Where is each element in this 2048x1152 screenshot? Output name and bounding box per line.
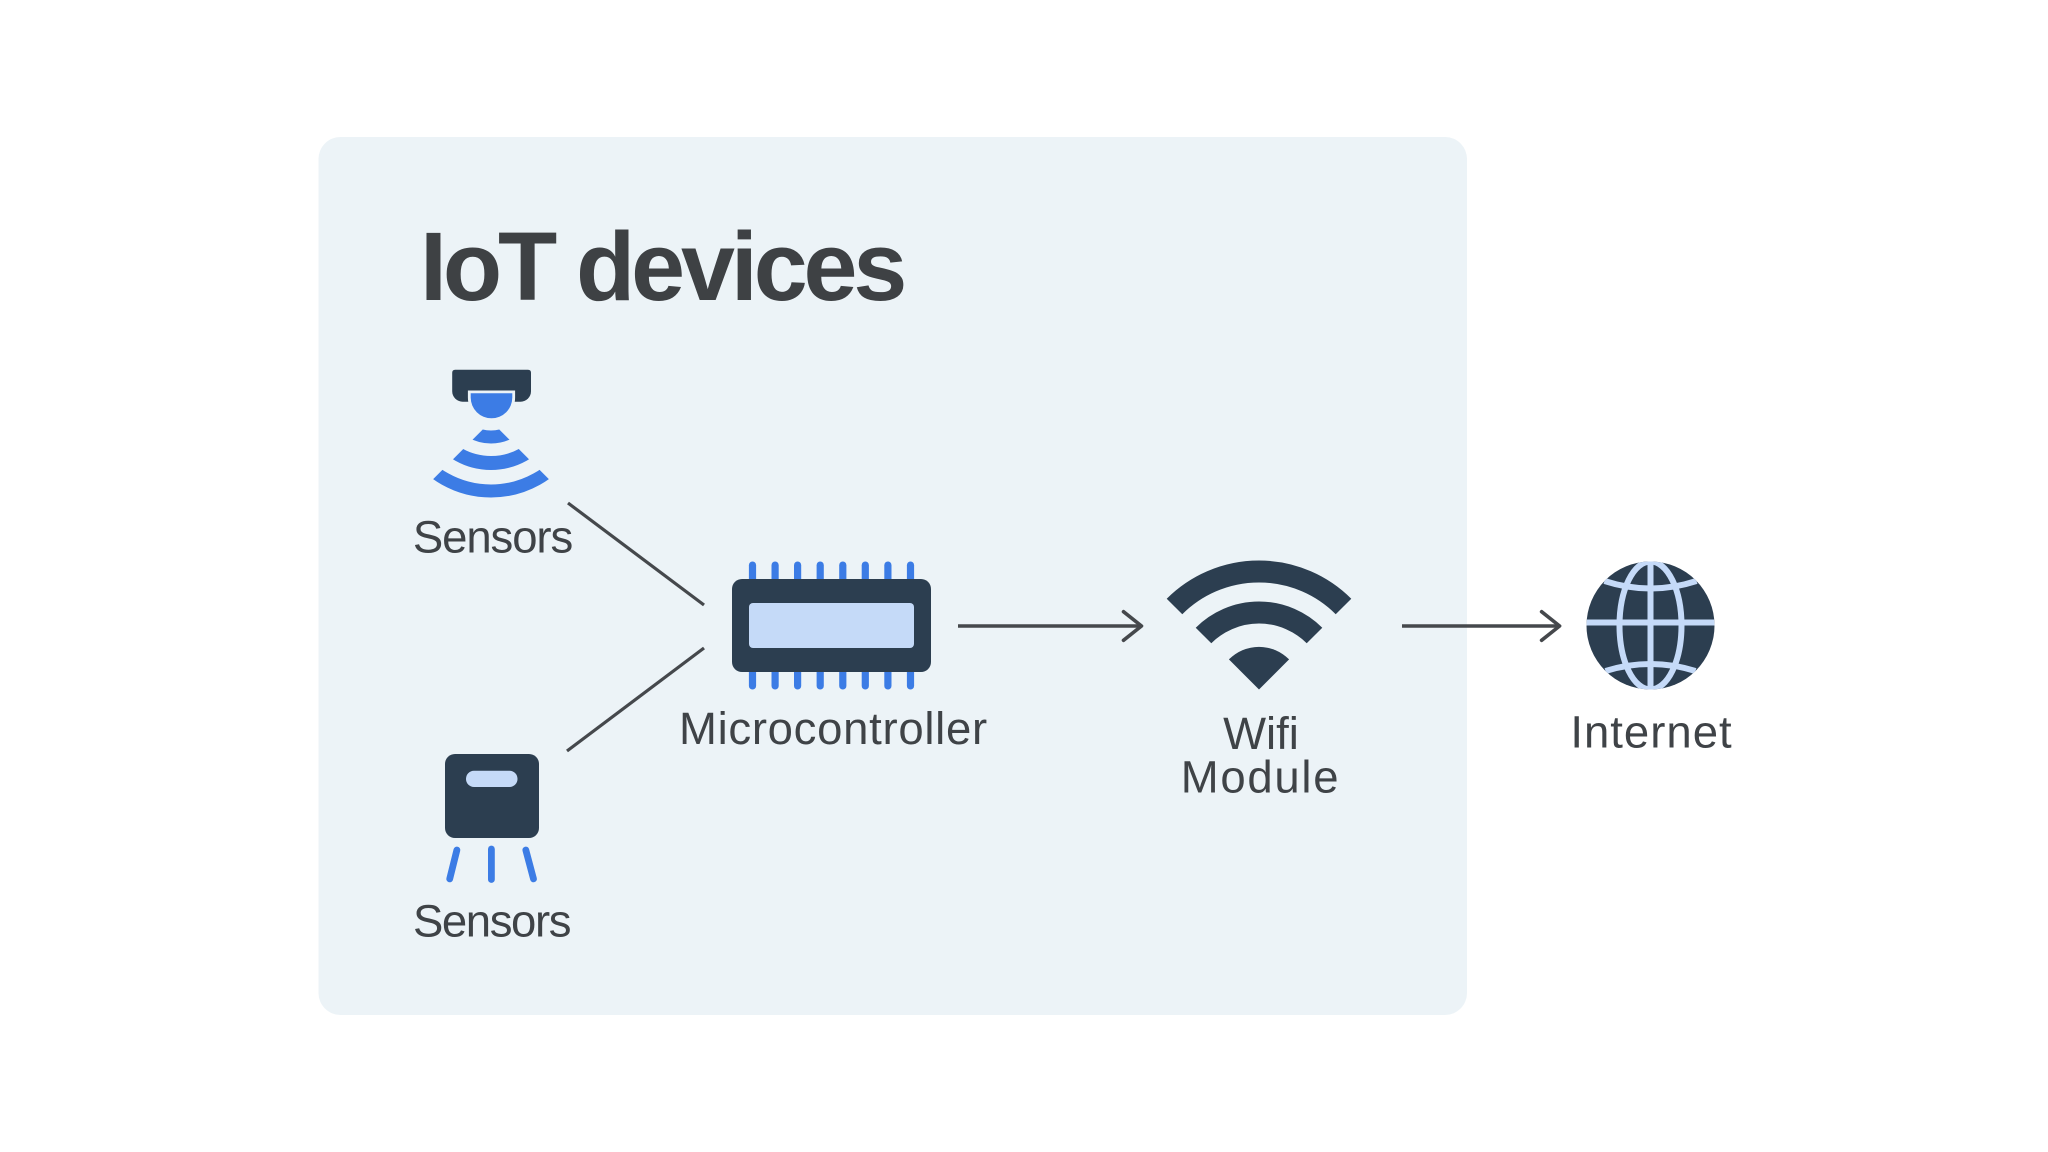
svg-text:Sensors: Sensors — [413, 896, 571, 947]
svg-text:Wifi: Wifi — [1223, 708, 1299, 759]
svg-text:IoT devices: IoT devices — [420, 212, 903, 321]
svg-text:Internet: Internet — [1570, 707, 1732, 758]
svg-text:Module: Module — [1181, 752, 1340, 803]
svg-text:Sensors: Sensors — [413, 512, 573, 563]
svg-text:Microcontroller: Microcontroller — [679, 703, 988, 754]
